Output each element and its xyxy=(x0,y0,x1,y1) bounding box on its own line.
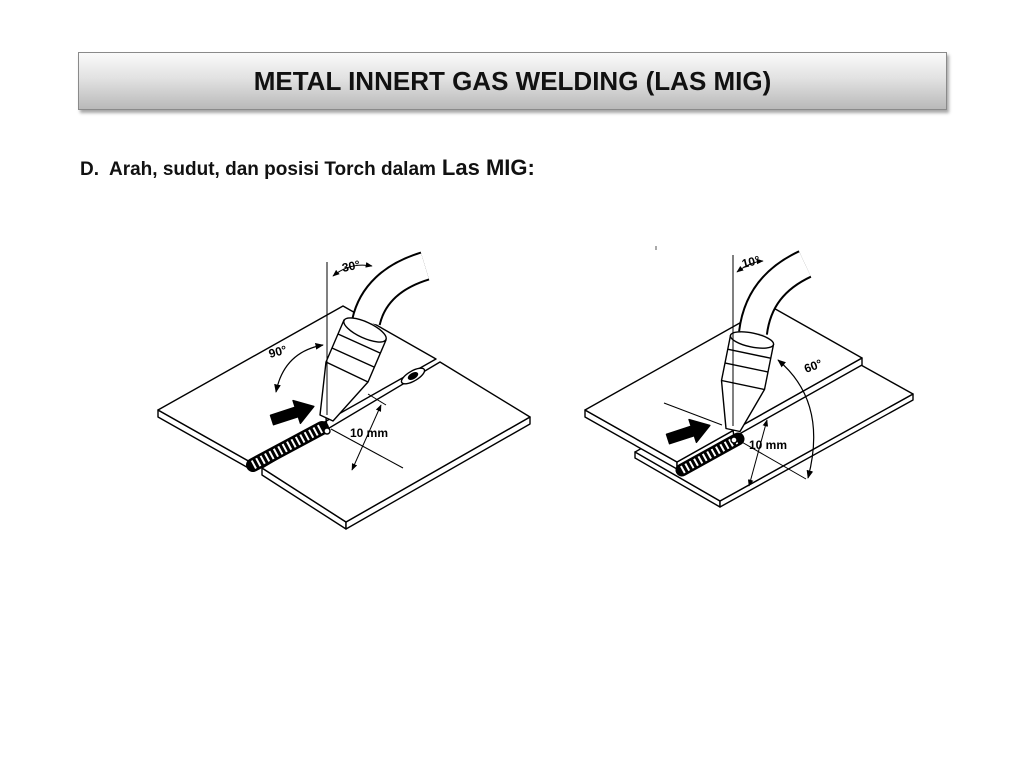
distance-label-left: 10 mm xyxy=(350,426,388,440)
arc-point-left xyxy=(323,427,331,435)
torch-tilt-label-right: 10° xyxy=(740,253,761,271)
title-bar: METAL INNERT GAS WELDING (LAS MIG) xyxy=(78,52,947,110)
nozzle-top-right xyxy=(729,331,775,349)
nozzle-band-left-1 xyxy=(337,333,381,354)
diagram-butt-joint xyxy=(157,251,531,530)
nozzle-band-right-2 xyxy=(724,362,768,373)
torch-tilt-arc-left xyxy=(332,262,373,277)
nozzle-band-right-1 xyxy=(727,348,771,359)
travel-guide-line-right xyxy=(663,402,723,426)
plate-angle-arc-right xyxy=(777,359,815,479)
nozzle-top-left xyxy=(343,317,387,343)
wire-tip-left xyxy=(325,417,328,429)
section-marker: D. xyxy=(80,159,99,180)
torch-cable-left xyxy=(353,253,430,326)
torch-tilt-label-left: 30° xyxy=(341,257,362,275)
nozzle-band-left-2 xyxy=(331,347,375,368)
section-text: Arah, sudut, dan posisi Torch dalam xyxy=(109,159,436,180)
torch-tilt-arc-right xyxy=(736,258,764,273)
plate-left-b-top xyxy=(261,361,531,523)
weld-bead-right-ripples xyxy=(680,435,740,474)
torch-cable-right xyxy=(740,252,811,336)
plate-angle-label-right: 60° xyxy=(802,356,824,375)
plate-angle-arc-left xyxy=(274,343,324,393)
section-emphasis: Las MIG: xyxy=(441,155,535,180)
weld-bead-left-ripples xyxy=(250,424,325,469)
plate-angle-label-left: 90° xyxy=(267,343,288,361)
travel-arrow-right xyxy=(665,418,711,445)
distance-label-right: 10 mm xyxy=(749,438,787,452)
dimension-extension-left-2 xyxy=(367,393,387,406)
tack-weld-core xyxy=(407,371,419,381)
travel-arrow-left xyxy=(269,399,315,426)
dimension-line-left xyxy=(351,404,382,471)
slide-title: METAL INNERT GAS WELDING (LAS MIG) xyxy=(253,65,772,96)
diagram-lap-joint xyxy=(584,250,914,508)
dimension-line-right xyxy=(747,419,769,487)
nozzle-taper-left xyxy=(325,361,369,383)
arc-point-right xyxy=(730,436,738,444)
wire-tip-right xyxy=(732,429,735,438)
nozzle-taper-right xyxy=(721,379,765,391)
